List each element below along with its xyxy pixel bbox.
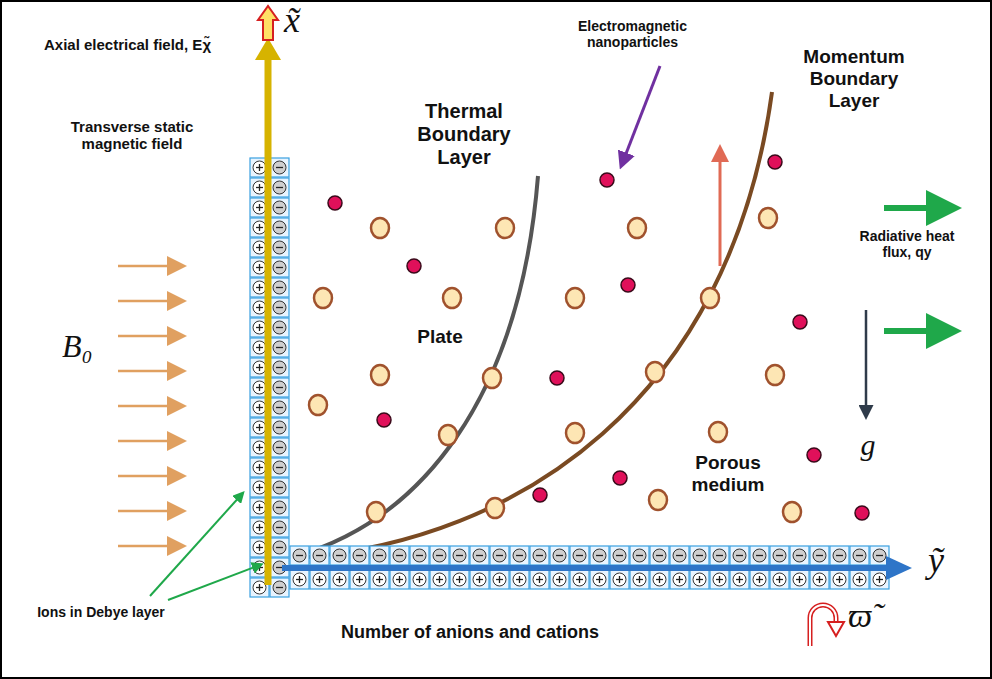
thermal-boundary-curve (296, 176, 538, 556)
ions-caption: Number of anions and cations (270, 622, 670, 643)
x-axis-arrow (255, 6, 281, 585)
gravity-arrow (865, 310, 868, 415)
plate-label: Plate (405, 326, 475, 348)
y-axis-arrow (282, 556, 912, 580)
heat-flux-arrows (884, 208, 950, 331)
layer-label: Momentum Boundary Layer (790, 46, 918, 112)
flow-arrow (719, 150, 722, 266)
heat-flux-label: Radiative heat flux, qy (852, 228, 962, 260)
field-label: Transverse static magnetic field (52, 118, 212, 153)
particle-label: Electromagnetic nanoparticles (560, 18, 705, 50)
debye-leader-arrows (150, 494, 260, 600)
ions-label: Ions in Debye layer (36, 604, 166, 620)
field-symbol: B₀ (62, 328, 112, 365)
layer-label: Thermal Boundary Layer (400, 100, 528, 169)
axis-symbol: ỹ (928, 540, 972, 581)
axis-symbol: x̃ (284, 0, 324, 41)
pointer-arrow (622, 66, 660, 164)
medium-label: Porous medium (678, 452, 778, 496)
rotation-arrow (810, 605, 844, 646)
debye-layer-ions (250, 158, 889, 597)
field-label: Axial electrical field, Eχ̃ (40, 36, 215, 53)
nanoparticles (309, 155, 869, 522)
magnetic-field-arrows (118, 266, 182, 546)
gravity-symbol: g (856, 428, 880, 463)
rotation-symbol: ϖ̃ (848, 596, 898, 635)
